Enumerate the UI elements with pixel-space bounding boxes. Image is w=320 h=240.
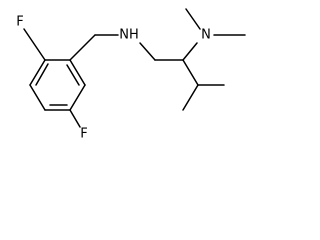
bond-ring-ch2 xyxy=(69,34,96,61)
ring-bond-2 xyxy=(29,59,46,86)
atom-label-f-bottom: F xyxy=(80,127,87,142)
benzene-ring xyxy=(29,59,86,111)
atom-label-f-top: F xyxy=(16,15,23,30)
bond-c-f-top xyxy=(23,28,46,61)
ring-bond-6 xyxy=(69,59,86,86)
bond-isopropyl-methyl-1 xyxy=(182,84,199,111)
molecule-structure: F F NH N xyxy=(16,8,246,142)
bond-c-f-bottom xyxy=(69,109,81,128)
bond-nh-ch2 xyxy=(139,42,156,61)
atom-label-nh: NH xyxy=(119,28,139,43)
ring-bond-5 xyxy=(69,84,86,111)
bond-ch-n xyxy=(182,42,198,61)
ring-double-bond-3 xyxy=(66,64,80,86)
bond-ch-ch-isopropyl xyxy=(182,59,199,86)
structure-canvas: F F NH N xyxy=(0,0,250,145)
ring-bond-3 xyxy=(29,84,46,111)
bond-n-methyl-left xyxy=(185,8,201,30)
ring-double-bond-1 xyxy=(35,63,49,86)
atom-label-n: N xyxy=(201,28,211,43)
